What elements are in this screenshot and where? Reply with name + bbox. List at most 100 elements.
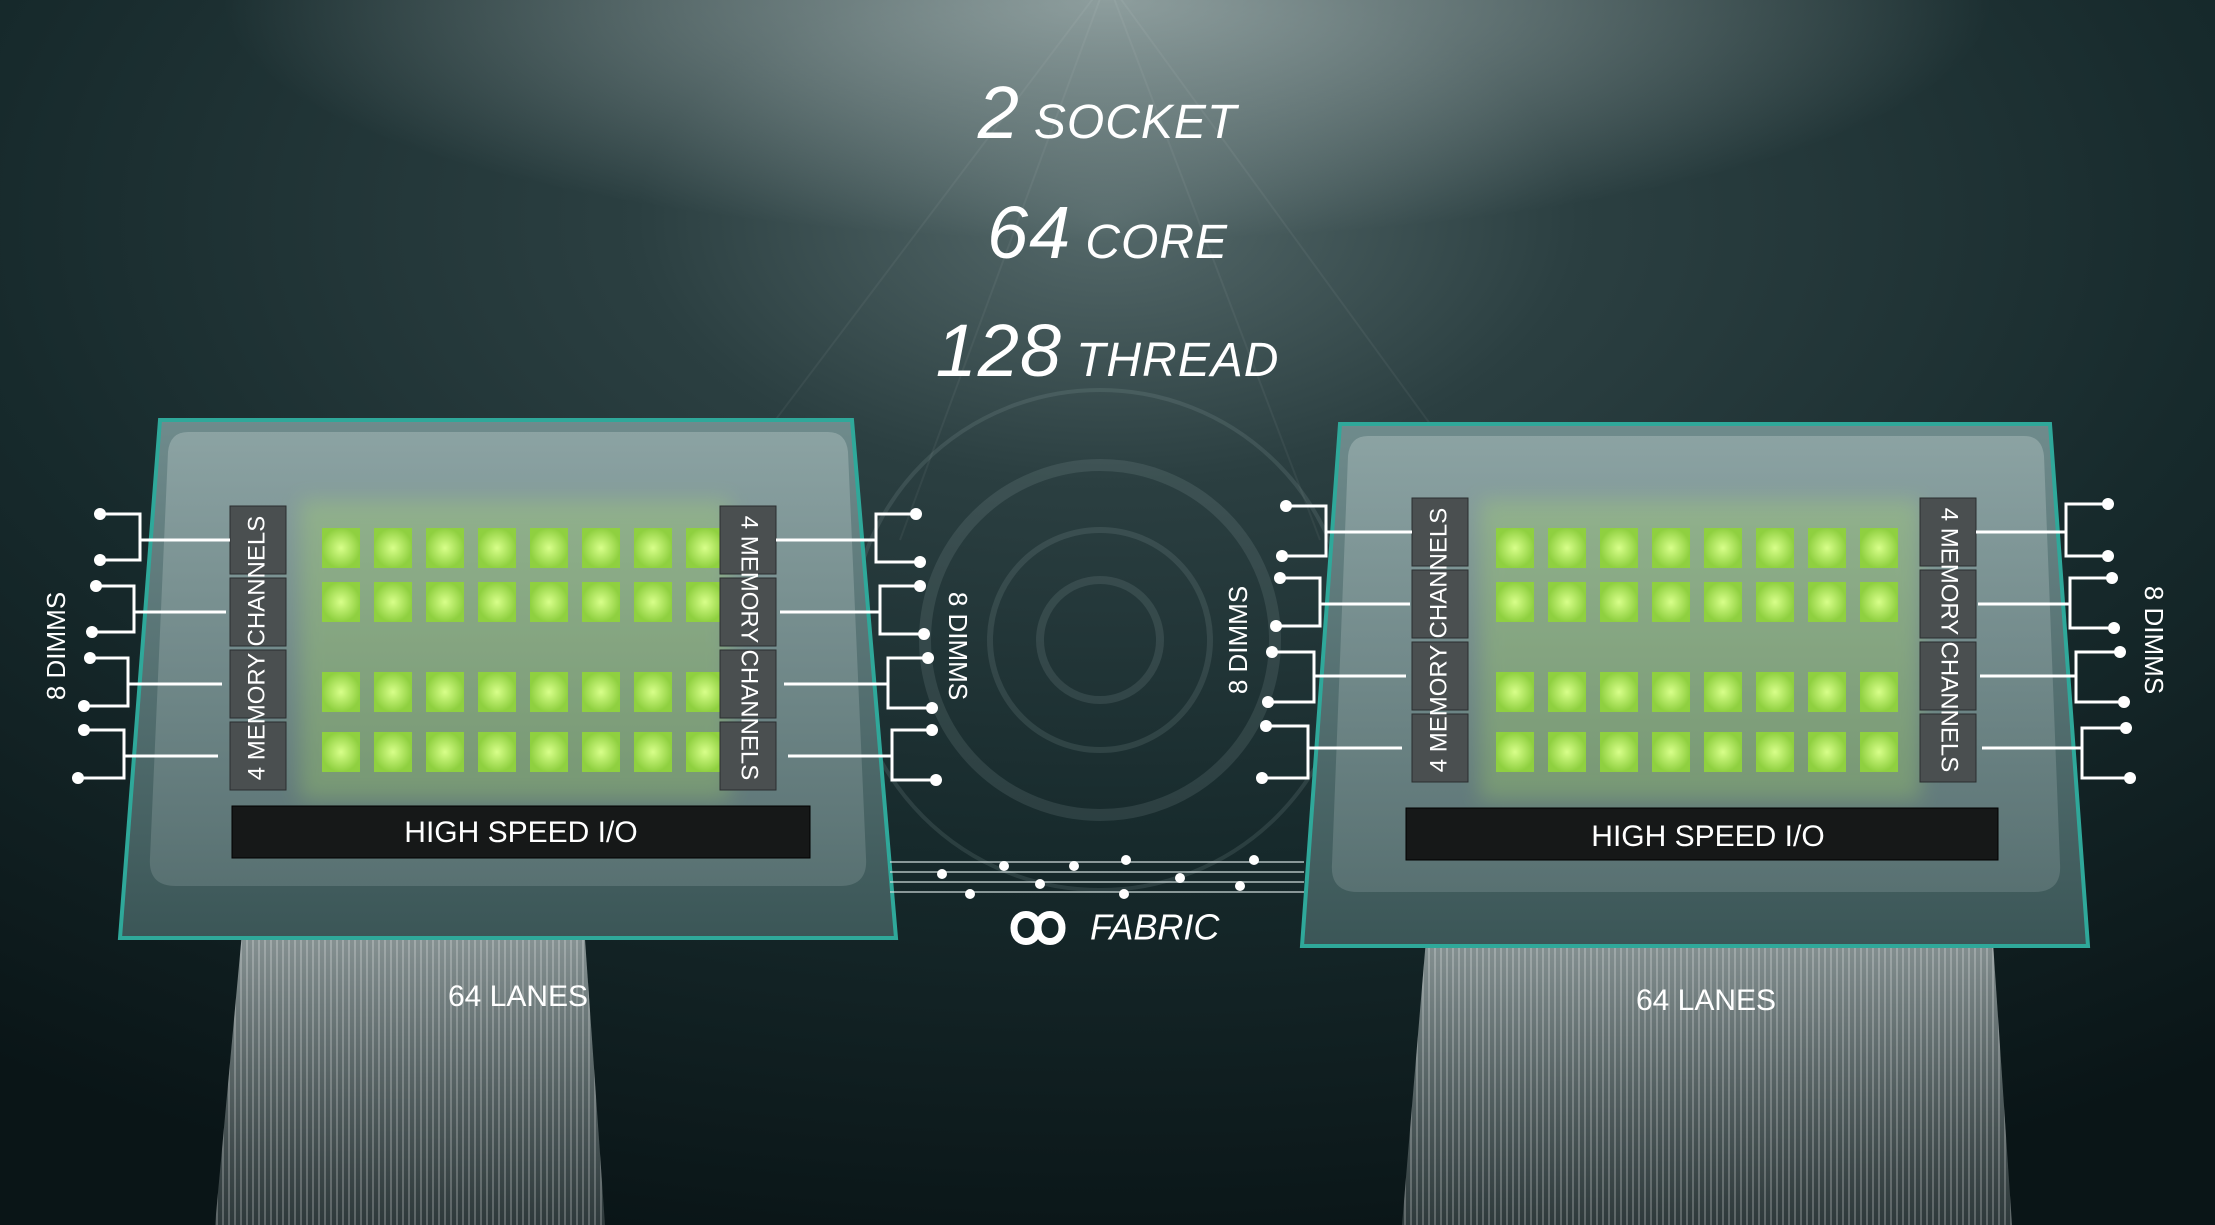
core <box>1808 582 1846 622</box>
core <box>1600 582 1638 622</box>
core <box>322 528 360 568</box>
core <box>634 582 672 622</box>
core-grid <box>322 528 724 772</box>
lanes-beam-lines <box>215 868 605 1225</box>
memory-block <box>1919 569 1977 639</box>
dimm-connectors-right <box>776 512 936 782</box>
dimm-connectors-left <box>78 512 230 780</box>
core <box>1652 732 1690 772</box>
core <box>1756 528 1794 568</box>
core <box>582 528 620 568</box>
core <box>686 528 724 568</box>
infinity-fabric-icon <box>1010 911 1066 945</box>
core <box>1496 732 1534 772</box>
core-count: 64 <box>987 191 1072 274</box>
core <box>1548 582 1586 622</box>
memory-channels-label-right: 4 MEMORY CHANNELS <box>736 516 763 781</box>
memory-block <box>1919 641 1977 711</box>
core-label: CORE <box>1085 216 1228 269</box>
core <box>1808 672 1846 712</box>
memory-controller-right: 4 MEMORY CHANNELS <box>1919 497 1977 783</box>
dimm-dots-right <box>910 508 942 786</box>
core <box>374 582 412 622</box>
memory-block <box>1411 713 1469 783</box>
memory-block <box>229 505 287 575</box>
dimm-dots-left <box>72 508 106 784</box>
core <box>582 732 620 772</box>
core <box>1600 528 1638 568</box>
memory-block <box>1919 497 1977 567</box>
dimms-label-left: 8 DIMMS <box>1223 586 1253 694</box>
lanes-label: 64 LANES <box>1636 984 1776 1017</box>
core <box>1860 732 1898 772</box>
core <box>1756 672 1794 712</box>
core <box>1496 582 1534 622</box>
fabric-label: FABRIC <box>1090 907 1220 948</box>
core <box>426 528 464 568</box>
core <box>1548 528 1586 568</box>
core <box>1652 528 1690 568</box>
thread-count: 128 <box>935 309 1063 392</box>
memory-block <box>719 721 777 791</box>
high-speed-io-bar <box>231 805 811 859</box>
memory-block <box>1411 641 1469 711</box>
core-grid <box>1496 528 1898 772</box>
core <box>1652 672 1690 712</box>
core <box>1548 672 1586 712</box>
core <box>634 672 672 712</box>
memory-block <box>1411 497 1469 567</box>
memory-controller-left: 4 MEMORY CHANNELS <box>229 505 287 791</box>
core <box>322 582 360 622</box>
core <box>1704 582 1742 622</box>
socket-label: SOCKET <box>1033 96 1238 149</box>
core <box>374 732 412 772</box>
core-glow <box>1480 500 1920 800</box>
core <box>426 732 464 772</box>
core <box>686 582 724 622</box>
core <box>426 672 464 712</box>
core <box>1704 672 1742 712</box>
core <box>322 732 360 772</box>
core <box>1808 528 1846 568</box>
high-speed-io-label: HIGH SPEED I/O <box>404 816 637 849</box>
memory-channels-label-left: 4 MEMORY CHANNELS <box>1425 508 1452 773</box>
core <box>1600 732 1638 772</box>
dimm-dots-right <box>2102 498 2136 784</box>
thread-label: THREAD <box>1076 334 1280 387</box>
core <box>1808 732 1846 772</box>
dimm-connectors-right <box>1976 502 2130 780</box>
core <box>1496 528 1534 568</box>
core <box>1704 528 1742 568</box>
core <box>1860 528 1898 568</box>
core <box>478 732 516 772</box>
core <box>530 732 568 772</box>
memory-block <box>719 649 777 719</box>
core <box>478 582 516 622</box>
memory-block <box>719 577 777 647</box>
core <box>1600 672 1638 712</box>
core <box>1496 672 1534 712</box>
memory-block <box>1411 569 1469 639</box>
lanes-label: 64 LANES <box>448 980 588 1013</box>
core <box>478 528 516 568</box>
memory-block <box>229 649 287 719</box>
memory-block <box>719 505 777 575</box>
core <box>1652 582 1690 622</box>
lanes-beam-lines <box>1402 868 2012 1225</box>
core <box>322 672 360 712</box>
socket-right: 4 MEMORY CHANNELS 4 MEMORY CHANNELS <box>1223 422 2169 1225</box>
dimm-dots-left <box>1256 500 1292 784</box>
core <box>1704 732 1742 772</box>
core <box>634 732 672 772</box>
socket-count: 2 <box>977 71 1020 154</box>
memory-block <box>1919 713 1977 783</box>
dimms-label-left: 8 DIMMS <box>41 592 71 700</box>
core <box>530 582 568 622</box>
core <box>1860 672 1898 712</box>
core <box>426 582 464 622</box>
